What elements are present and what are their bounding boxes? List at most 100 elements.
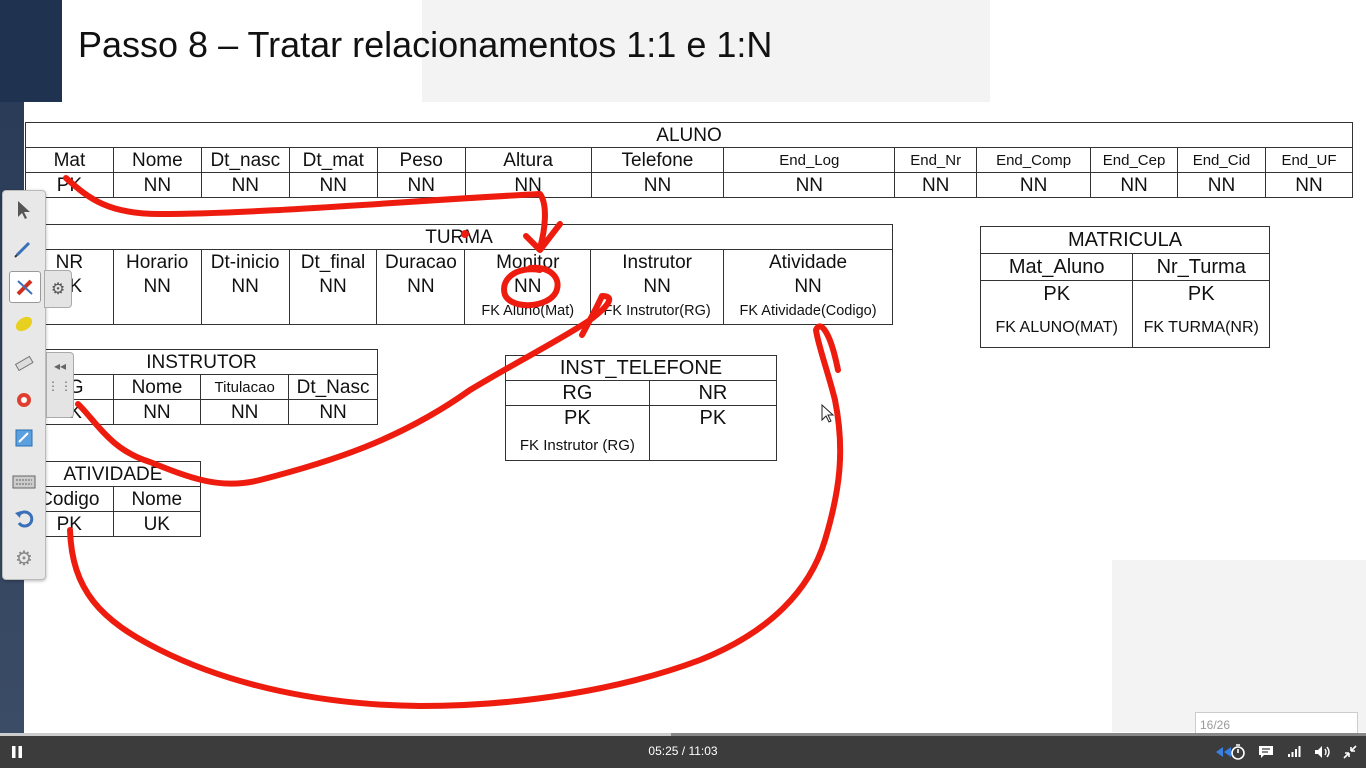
marker-icon[interactable] <box>9 271 41 303</box>
fk-cell: FK TURMA(NR) <box>1132 307 1270 348</box>
matricula-constraint-row: PK PK <box>979 280 1270 307</box>
pen-settings-icon[interactable]: ⚙ <box>44 270 72 308</box>
fk-cell: FK ALUNO(MAT) <box>979 307 1134 348</box>
constraint-cell: NN <box>112 274 202 298</box>
constraint-cell: NN <box>200 172 290 198</box>
instrutor-header-row: RG Nome Titulacao Dt_Nasc <box>25 374 378 400</box>
constraint-cell: NN <box>590 274 725 298</box>
column-header: Horario <box>112 249 202 274</box>
fk-cell: FK Instrutor (RG) <box>505 430 650 461</box>
column-header: Dt-inicio <box>200 249 290 274</box>
constraint-cell: NN <box>464 172 592 198</box>
constraint-cell: NN <box>1177 172 1266 198</box>
turma-constraint-row: PK NN NN NN NN NN NN NN <box>25 274 893 298</box>
constraint-cell: NN <box>976 172 1092 198</box>
volume-icon[interactable] <box>1313 742 1333 762</box>
inst-telefone-table-name: INST_TELEFONE <box>505 355 777 381</box>
page-indicator: 16/26 <box>1195 712 1358 736</box>
cursor-arrow-icon[interactable] <box>9 195 39 225</box>
constraint-cell: NN <box>112 399 202 425</box>
column-header: Peso <box>376 147 466 173</box>
fk-cell <box>288 298 378 325</box>
chevron-double-left-icon: ◂◂ <box>53 359 67 373</box>
column-header: Nr_Turma <box>1132 253 1270 281</box>
column-header: End_Cep <box>1090 147 1179 173</box>
grip-icon: ⋮⋮ <box>47 379 73 393</box>
fk-cell <box>376 298 466 325</box>
inst-telefone-header-row: RG NR <box>505 380 778 406</box>
constraint-cell: NN <box>723 172 896 198</box>
inst-telefone-table: INST_TELEFONE RG NR PK PK FK Instrutor (… <box>505 355 778 461</box>
laser-pointer-icon[interactable] <box>9 385 39 415</box>
column-header: Titulacao <box>200 374 290 400</box>
instrutor-constraint-row: PK NN NN NN <box>25 399 378 425</box>
column-header: End_Nr <box>894 147 978 173</box>
constraint-cell: PK <box>505 405 650 430</box>
timer-icon[interactable] <box>1228 742 1248 762</box>
fk-cell: FK Aluno(Mat) <box>464 298 592 325</box>
constraint-cell: UK <box>112 511 202 537</box>
column-header: NR <box>648 380 778 406</box>
toolbar-collapse-handle[interactable]: ◂◂ ⋮⋮ <box>46 352 74 418</box>
constraint-cell: NN <box>200 399 290 425</box>
highlighter-icon[interactable] <box>9 309 39 339</box>
aluno-table: ALUNO Mat Nome Dt_nasc Dt_mat Peso Altur… <box>25 122 1354 198</box>
column-header: Telefone <box>590 147 725 173</box>
turma-table-name: TURMA <box>25 224 893 250</box>
column-header: End_Log <box>723 147 896 173</box>
player-controls: 05:25 / 11:03 <box>0 736 1366 768</box>
constraint-cell: PK <box>979 280 1134 307</box>
constraint-cell: PK <box>1132 280 1270 307</box>
column-header: Duracao <box>376 249 466 274</box>
annotation-toolbar: ⚙ <box>2 190 46 580</box>
column-header: Instrutor <box>590 249 725 274</box>
atividade-constraint-row: PK UK <box>25 511 202 537</box>
keyboard-icon[interactable] <box>9 467 39 497</box>
progress-bar[interactable] <box>0 733 1366 736</box>
aluno-table-name: ALUNO <box>25 122 1353 148</box>
column-header: Monitor <box>464 249 592 274</box>
constraint-cell: NN <box>376 172 466 198</box>
column-header: Nome <box>112 486 202 512</box>
fullscreen-exit-icon[interactable] <box>1340 742 1360 762</box>
column-header: Mat <box>25 147 114 173</box>
captions-icon[interactable] <box>1256 742 1276 762</box>
slide-title: Passo 8 – Tratar relacionamentos 1:1 e 1… <box>78 24 773 65</box>
matricula-table-name: MATRICULA <box>980 226 1270 254</box>
whiteboard-icon[interactable] <box>9 423 39 453</box>
column-header: Dt_final <box>288 249 378 274</box>
rewind-icon[interactable] <box>1214 742 1234 762</box>
fk-cell <box>200 298 290 325</box>
matricula-table: MATRICULA Mat_Aluno Nr_Turma PK PK FK AL… <box>979 226 1270 348</box>
pause-icon[interactable] <box>7 742 27 762</box>
fk-cell <box>648 430 778 461</box>
turma-header-row: NR Horario Dt-inicio Dt_final Duracao Mo… <box>25 249 893 274</box>
constraint-cell: NN <box>288 172 378 198</box>
constraint-cell: NN <box>590 172 725 198</box>
column-header: Dt_mat <box>288 147 378 173</box>
column-header: Nome <box>112 147 202 173</box>
constraint-cell: NN <box>288 274 378 298</box>
settings-icon[interactable]: ⚙ <box>15 547 33 570</box>
constraint-cell: PK <box>648 405 778 430</box>
pen-icon[interactable] <box>9 233 39 263</box>
constraint-cell: NN <box>464 274 592 298</box>
column-header: Nome <box>112 374 202 400</box>
constraint-cell: NN <box>112 172 202 198</box>
instrutor-table-name: INSTRUTOR <box>25 349 378 375</box>
turma-fk-row: FK Aluno(Mat) FK Instrutor(RG) FK Ativid… <box>25 298 893 325</box>
eraser-icon[interactable] <box>9 347 39 377</box>
column-header: Atividade <box>723 249 893 274</box>
constraint-cell: NN <box>723 274 893 298</box>
undo-icon[interactable] <box>9 503 39 533</box>
aluno-constraint-row: PK NN NN NN NN NN NN NN NN NN NN NN NN <box>25 172 1354 198</box>
instrutor-table: INSTRUTOR RG Nome Titulacao Dt_Nasc PK N… <box>25 349 378 425</box>
constraint-cell: NN <box>288 399 378 425</box>
signal-icon[interactable] <box>1284 742 1304 762</box>
column-header: End_Cid <box>1177 147 1266 173</box>
slide-header-shade <box>422 0 990 102</box>
playback-time: 05:25 / 11:03 <box>648 744 718 758</box>
slide-corner-shade <box>1112 560 1366 732</box>
column-header: RG <box>505 380 650 406</box>
matricula-fk-row: FK ALUNO(MAT) FK TURMA(NR) <box>979 307 1270 348</box>
